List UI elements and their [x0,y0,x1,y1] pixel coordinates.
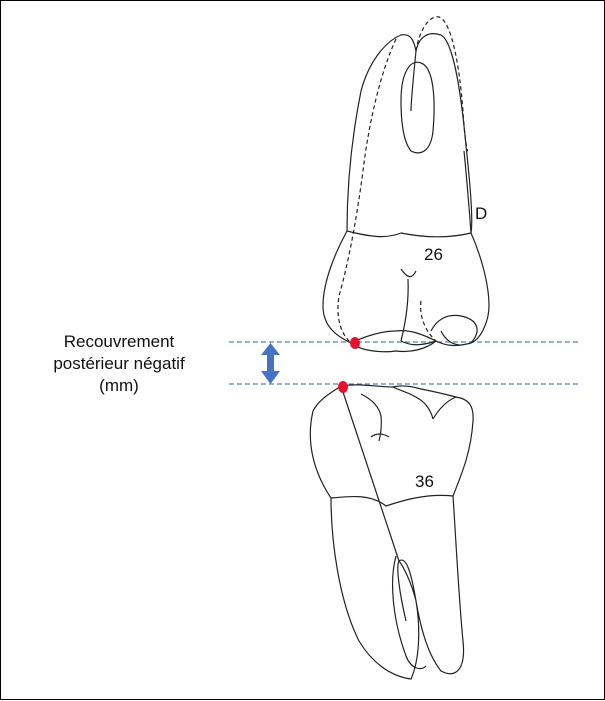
label-line-3: (mm) [99,376,139,395]
negative-overlap-label: Recouvrement postérieur négatif (mm) [19,331,219,397]
lower-molar-36 [309,384,474,680]
overlap-arrow [261,343,280,384]
upper-tooth-number: 26 [424,245,443,264]
lower-contact-point [338,381,348,393]
upper-molar-26 [322,16,490,353]
distal-side-marker: D [475,204,488,223]
lower-tooth-number: 36 [415,472,434,491]
label-line-1: Recouvrement [63,332,175,351]
upper-contact-point [350,337,360,349]
label-line-2: postérieur négatif [53,354,185,373]
